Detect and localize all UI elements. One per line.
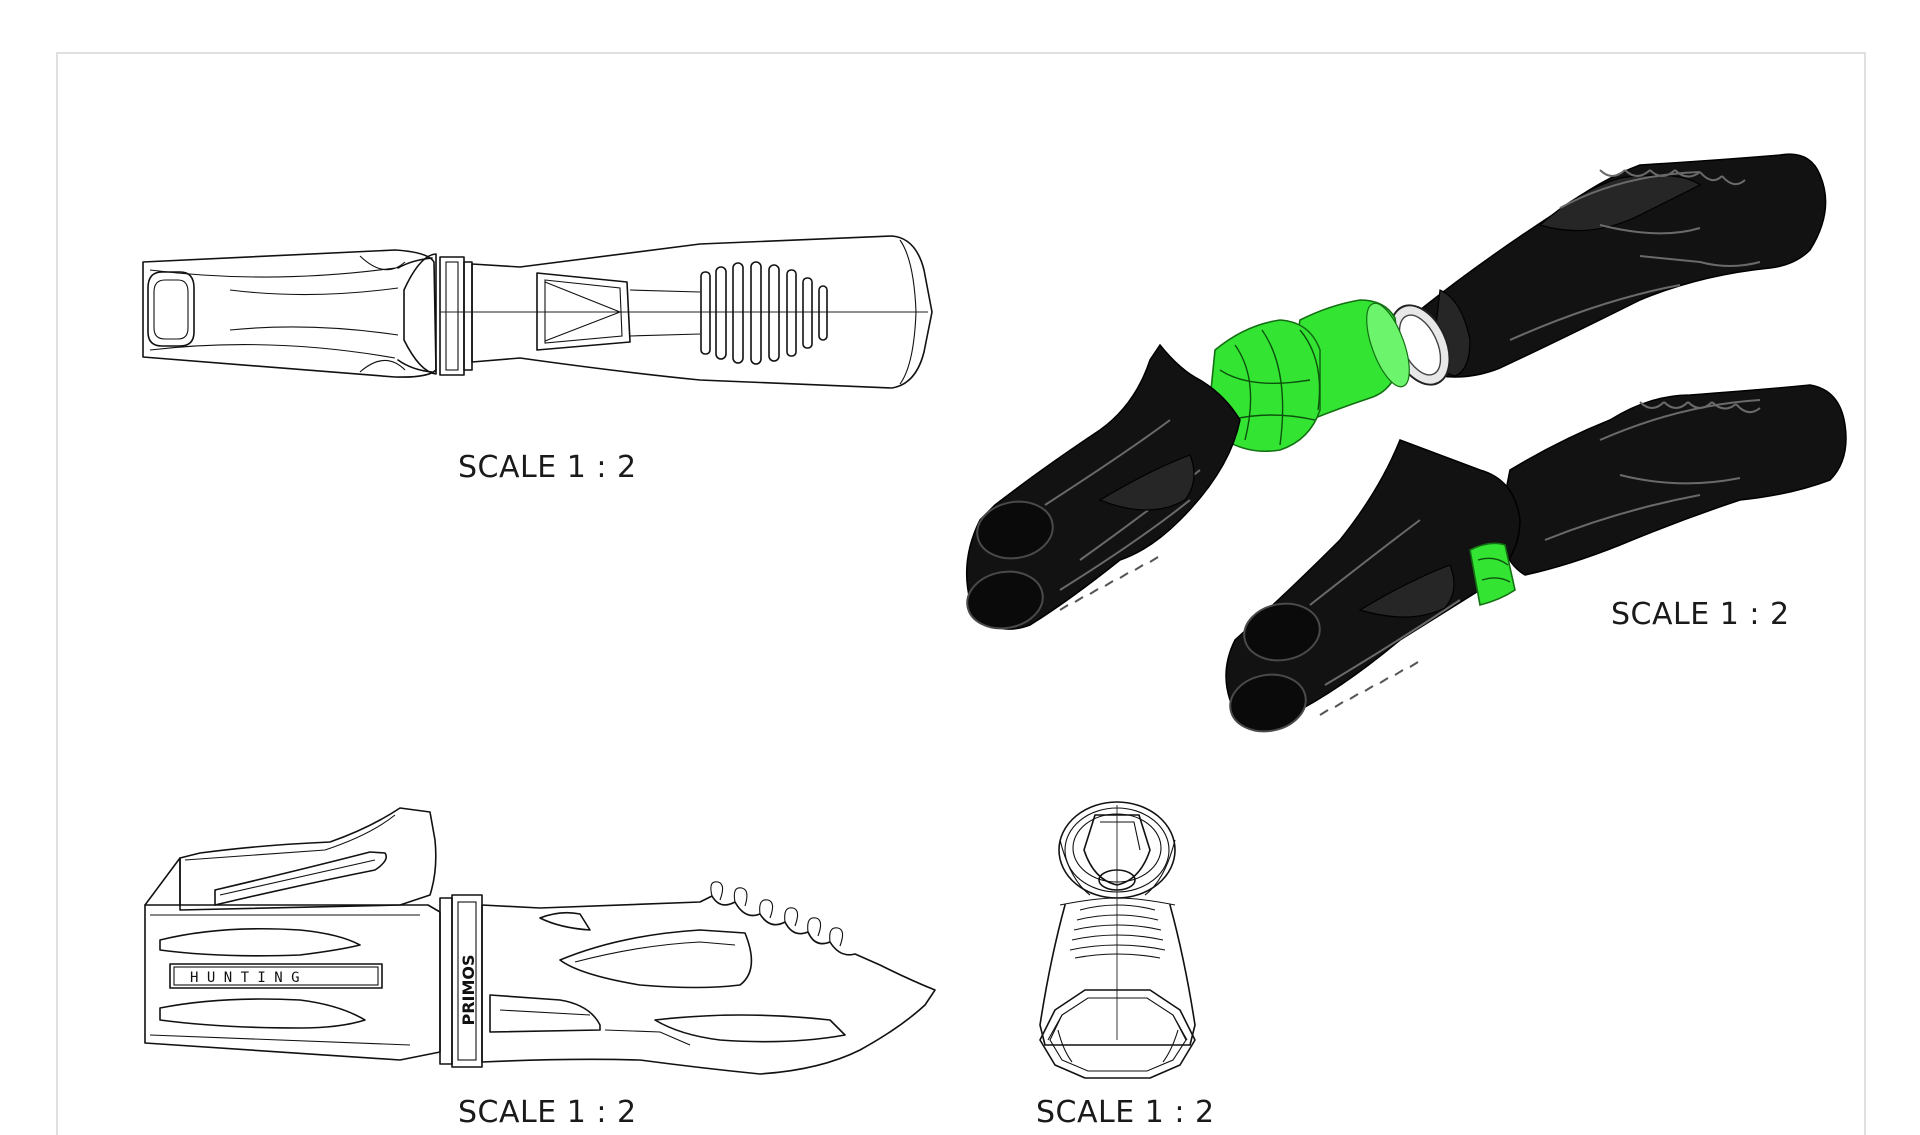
isometric-exploded-view[interactable]: [963, 153, 1847, 737]
isometric-view-scale-label: SCALE 1 : 2: [1611, 597, 1790, 632]
end-view[interactable]: [1039, 801, 1196, 1079]
primos-engraving: PRIMOS: [459, 954, 478, 1025]
grip-ribs: [700, 261, 828, 365]
hunting-engraving: H U N T I N G: [190, 970, 300, 986]
side-view[interactable]: H U N T I N G PRIMOS: [144, 807, 936, 1075]
top-view-scale-label: SCALE 1 : 2: [458, 450, 637, 485]
sheet-border: [56, 52, 1866, 1135]
top-view[interactable]: [142, 235, 933, 389]
side-view-scale-label: SCALE 1 : 2: [458, 1095, 637, 1130]
end-view-scale-label: SCALE 1 : 2: [1036, 1095, 1215, 1130]
